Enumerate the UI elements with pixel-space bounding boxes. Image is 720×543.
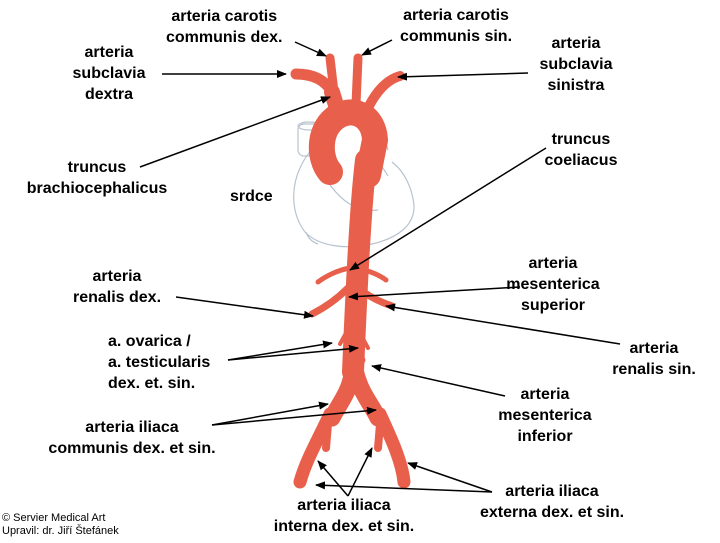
pointer-arrows <box>139 39 621 497</box>
label-subclavia-sinistra: arteria subclavia sinistra <box>539 35 613 94</box>
label-renalis-sin: arteria renalis sin. <box>612 340 696 378</box>
label-truncus-coeliacus: truncus coeliacus <box>544 131 618 169</box>
label-mesenterica-superior: arteria mesenterica superior <box>506 255 600 314</box>
label-iliaca-communis: arteria iliaca communis dex. et sin. <box>48 419 216 457</box>
credits: © Servier Medical Art Upravil: dr. Jiří … <box>2 512 119 537</box>
label-iliaca-externa: arteria iliaca externa dex. et sin. <box>479 483 625 521</box>
label-mesenterica-inferior: arteria mesenterica inferior <box>498 386 592 445</box>
label-carotis-communis-sin: arteria carotis communis sin. <box>400 7 513 45</box>
label-carotis-communis-dex: arteria carotis communis dex. <box>166 8 283 46</box>
label-ovarica-testicularis: a. ovarica / a. testicularis dex. et. si… <box>108 333 211 392</box>
label-truncus-brachiocephalicus: truncus brachiocephalicus <box>26 159 168 197</box>
label-renalis-dex: arteria renalis dex. <box>72 268 162 306</box>
label-srdce: srdce <box>230 188 273 205</box>
label-iliaca-interna: arteria iliaca interna dex. et sin. <box>273 497 415 535</box>
label-subclavia-dextra: arteria subclavia dextra <box>72 44 146 103</box>
